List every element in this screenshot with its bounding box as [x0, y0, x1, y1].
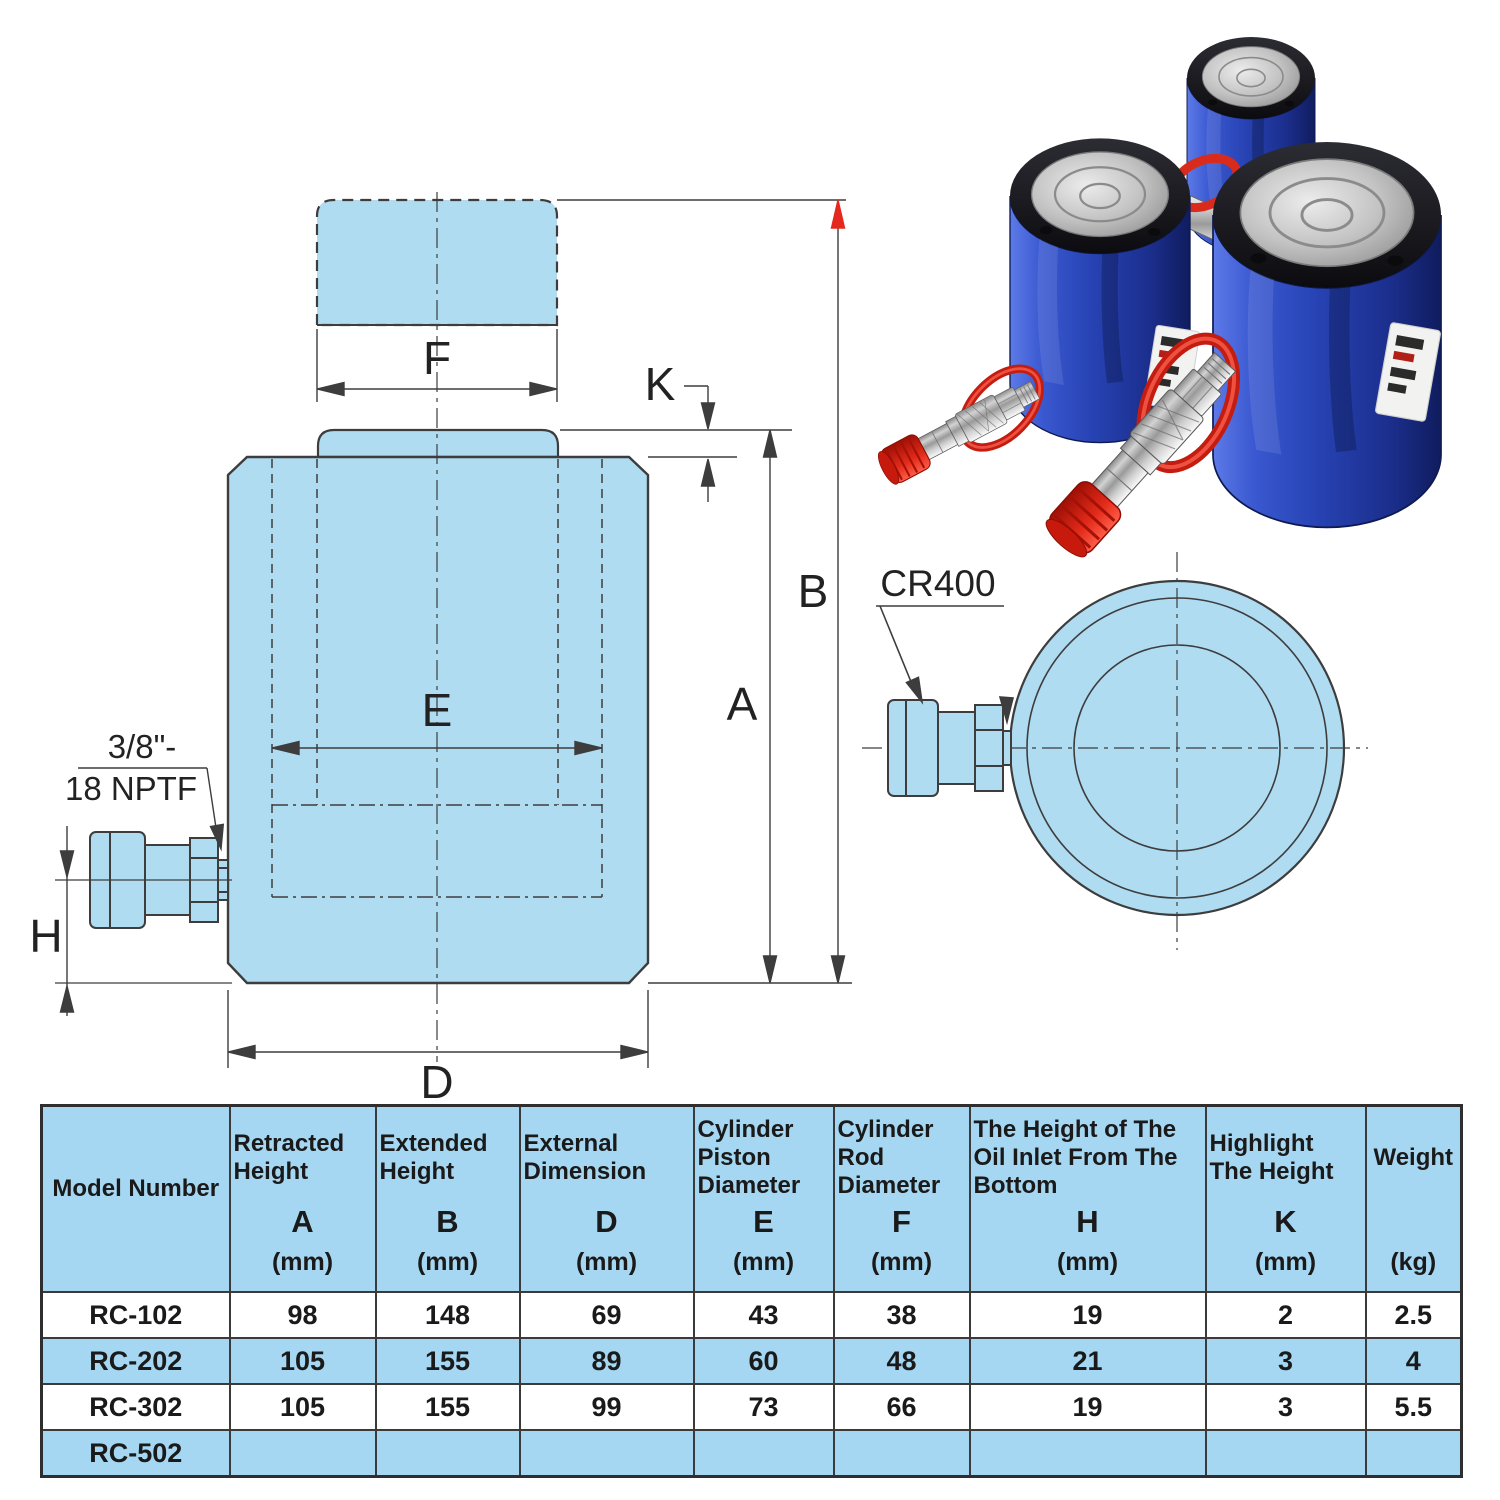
cell-value: 105 [228, 1337, 377, 1385]
cell-value: 19 [968, 1383, 1207, 1431]
piston-saddle [316, 428, 560, 459]
cell-value: 155 [374, 1337, 521, 1385]
cell-value [1204, 1429, 1367, 1478]
side-view-drawing [55, 192, 852, 1068]
cell-value: 5.5 [1364, 1383, 1463, 1431]
col-header-external-dimension: External Dimension D(mm) [518, 1104, 695, 1293]
product-photo [864, 36, 1443, 584]
coupler-top-view [887, 699, 1012, 797]
cell-value: 99 [518, 1383, 695, 1431]
dim-H [55, 826, 232, 1016]
col-header-rod-diameter: Cylinder Rod Diameter F(mm) [832, 1104, 971, 1293]
table-row: RC-202 105 155 89 60 48 21 3 4 [40, 1337, 1463, 1385]
cell-value: 3 [1204, 1383, 1367, 1431]
dim-label-H: H [29, 910, 62, 962]
cell-model: RC-102 [40, 1291, 231, 1339]
dim-A [762, 429, 778, 984]
cell-value: 105 [228, 1383, 377, 1431]
table-row: RC-102 98 148 69 43 38 19 2 2.5 [40, 1291, 1463, 1339]
table-row: RC-302 105 155 99 73 66 19 3 5.5 [40, 1383, 1463, 1431]
spec-table-header: Model Number Retracted Height A(mm) Exte… [40, 1104, 1463, 1293]
cell-value [968, 1429, 1207, 1478]
col-header-oil-inlet-height: The Height of The Oil Inlet From The Bot… [968, 1104, 1207, 1293]
top-view-drawing [862, 552, 1368, 950]
col-header-model: Model Number [40, 1104, 231, 1293]
cell-value: 148 [374, 1291, 521, 1339]
coupling-leader [876, 605, 1015, 726]
technical-diagram: F K B A E D H 3/8"- 18 NPTF CR400 [29, 36, 1443, 1104]
cell-value: 73 [692, 1383, 835, 1431]
cell-value: 60 [692, 1337, 835, 1385]
cell-value: 2 [1204, 1291, 1367, 1339]
extended-piston-dashed [315, 198, 559, 327]
dim-F [316, 329, 558, 402]
port-label-line1: 3/8"- [108, 728, 177, 765]
red-arrow-icon [830, 199, 846, 229]
cell-value: 21 [968, 1337, 1207, 1385]
cell-value: 4 [1364, 1337, 1463, 1385]
dim-label-B: B [798, 565, 829, 617]
cell-value: 66 [832, 1383, 971, 1431]
dim-K [560, 385, 792, 502]
table-row: RC-502 [40, 1429, 1463, 1478]
spec-table: Model Number Retracted Height A(mm) Exte… [40, 1104, 1463, 1478]
cell-value: 3 [1204, 1337, 1367, 1385]
col-header-weight: Weight (kg) [1364, 1104, 1463, 1293]
col-header-highlight-height: Highlight The Height K(mm) [1204, 1104, 1367, 1293]
cell-value: 2.5 [1364, 1291, 1463, 1339]
cell-value: 19 [968, 1291, 1207, 1339]
cell-value [374, 1429, 521, 1478]
cell-value: 69 [518, 1291, 695, 1339]
col-header-retracted-height: Retracted Height A(mm) [228, 1104, 377, 1293]
cell-value [1364, 1429, 1463, 1478]
dim-label-K: K [645, 358, 676, 410]
cell-model: RC-202 [40, 1337, 231, 1385]
col-header-piston-diameter: Cylinder Piston Diameter E(mm) [692, 1104, 835, 1293]
cylinder-body [226, 455, 650, 985]
col-header-extended-height: Extended Height B(mm) [374, 1104, 521, 1293]
cell-value [518, 1429, 695, 1478]
port-label-line2: 18 NPTF [65, 770, 197, 807]
cell-value: 43 [692, 1291, 835, 1339]
dim-label-F: F [423, 332, 451, 384]
cell-value [228, 1429, 377, 1478]
cell-value: 48 [832, 1337, 971, 1385]
port-leader [78, 767, 225, 852]
cell-value [692, 1429, 835, 1478]
dim-label-E: E [422, 684, 453, 736]
cell-value: 89 [518, 1337, 695, 1385]
dim-E [271, 740, 603, 756]
dim-D [227, 990, 649, 1068]
cell-model: RC-502 [40, 1429, 231, 1478]
cell-model: RC-302 [40, 1383, 231, 1431]
cell-value: 155 [374, 1383, 521, 1431]
cell-value: 38 [832, 1291, 971, 1339]
dim-label-A: A [727, 678, 758, 730]
cell-value [832, 1429, 971, 1478]
dim-B [557, 199, 852, 984]
dim-label-D: D [420, 1056, 453, 1104]
coupling-label: CR400 [880, 563, 995, 604]
cell-value: 98 [228, 1291, 377, 1339]
